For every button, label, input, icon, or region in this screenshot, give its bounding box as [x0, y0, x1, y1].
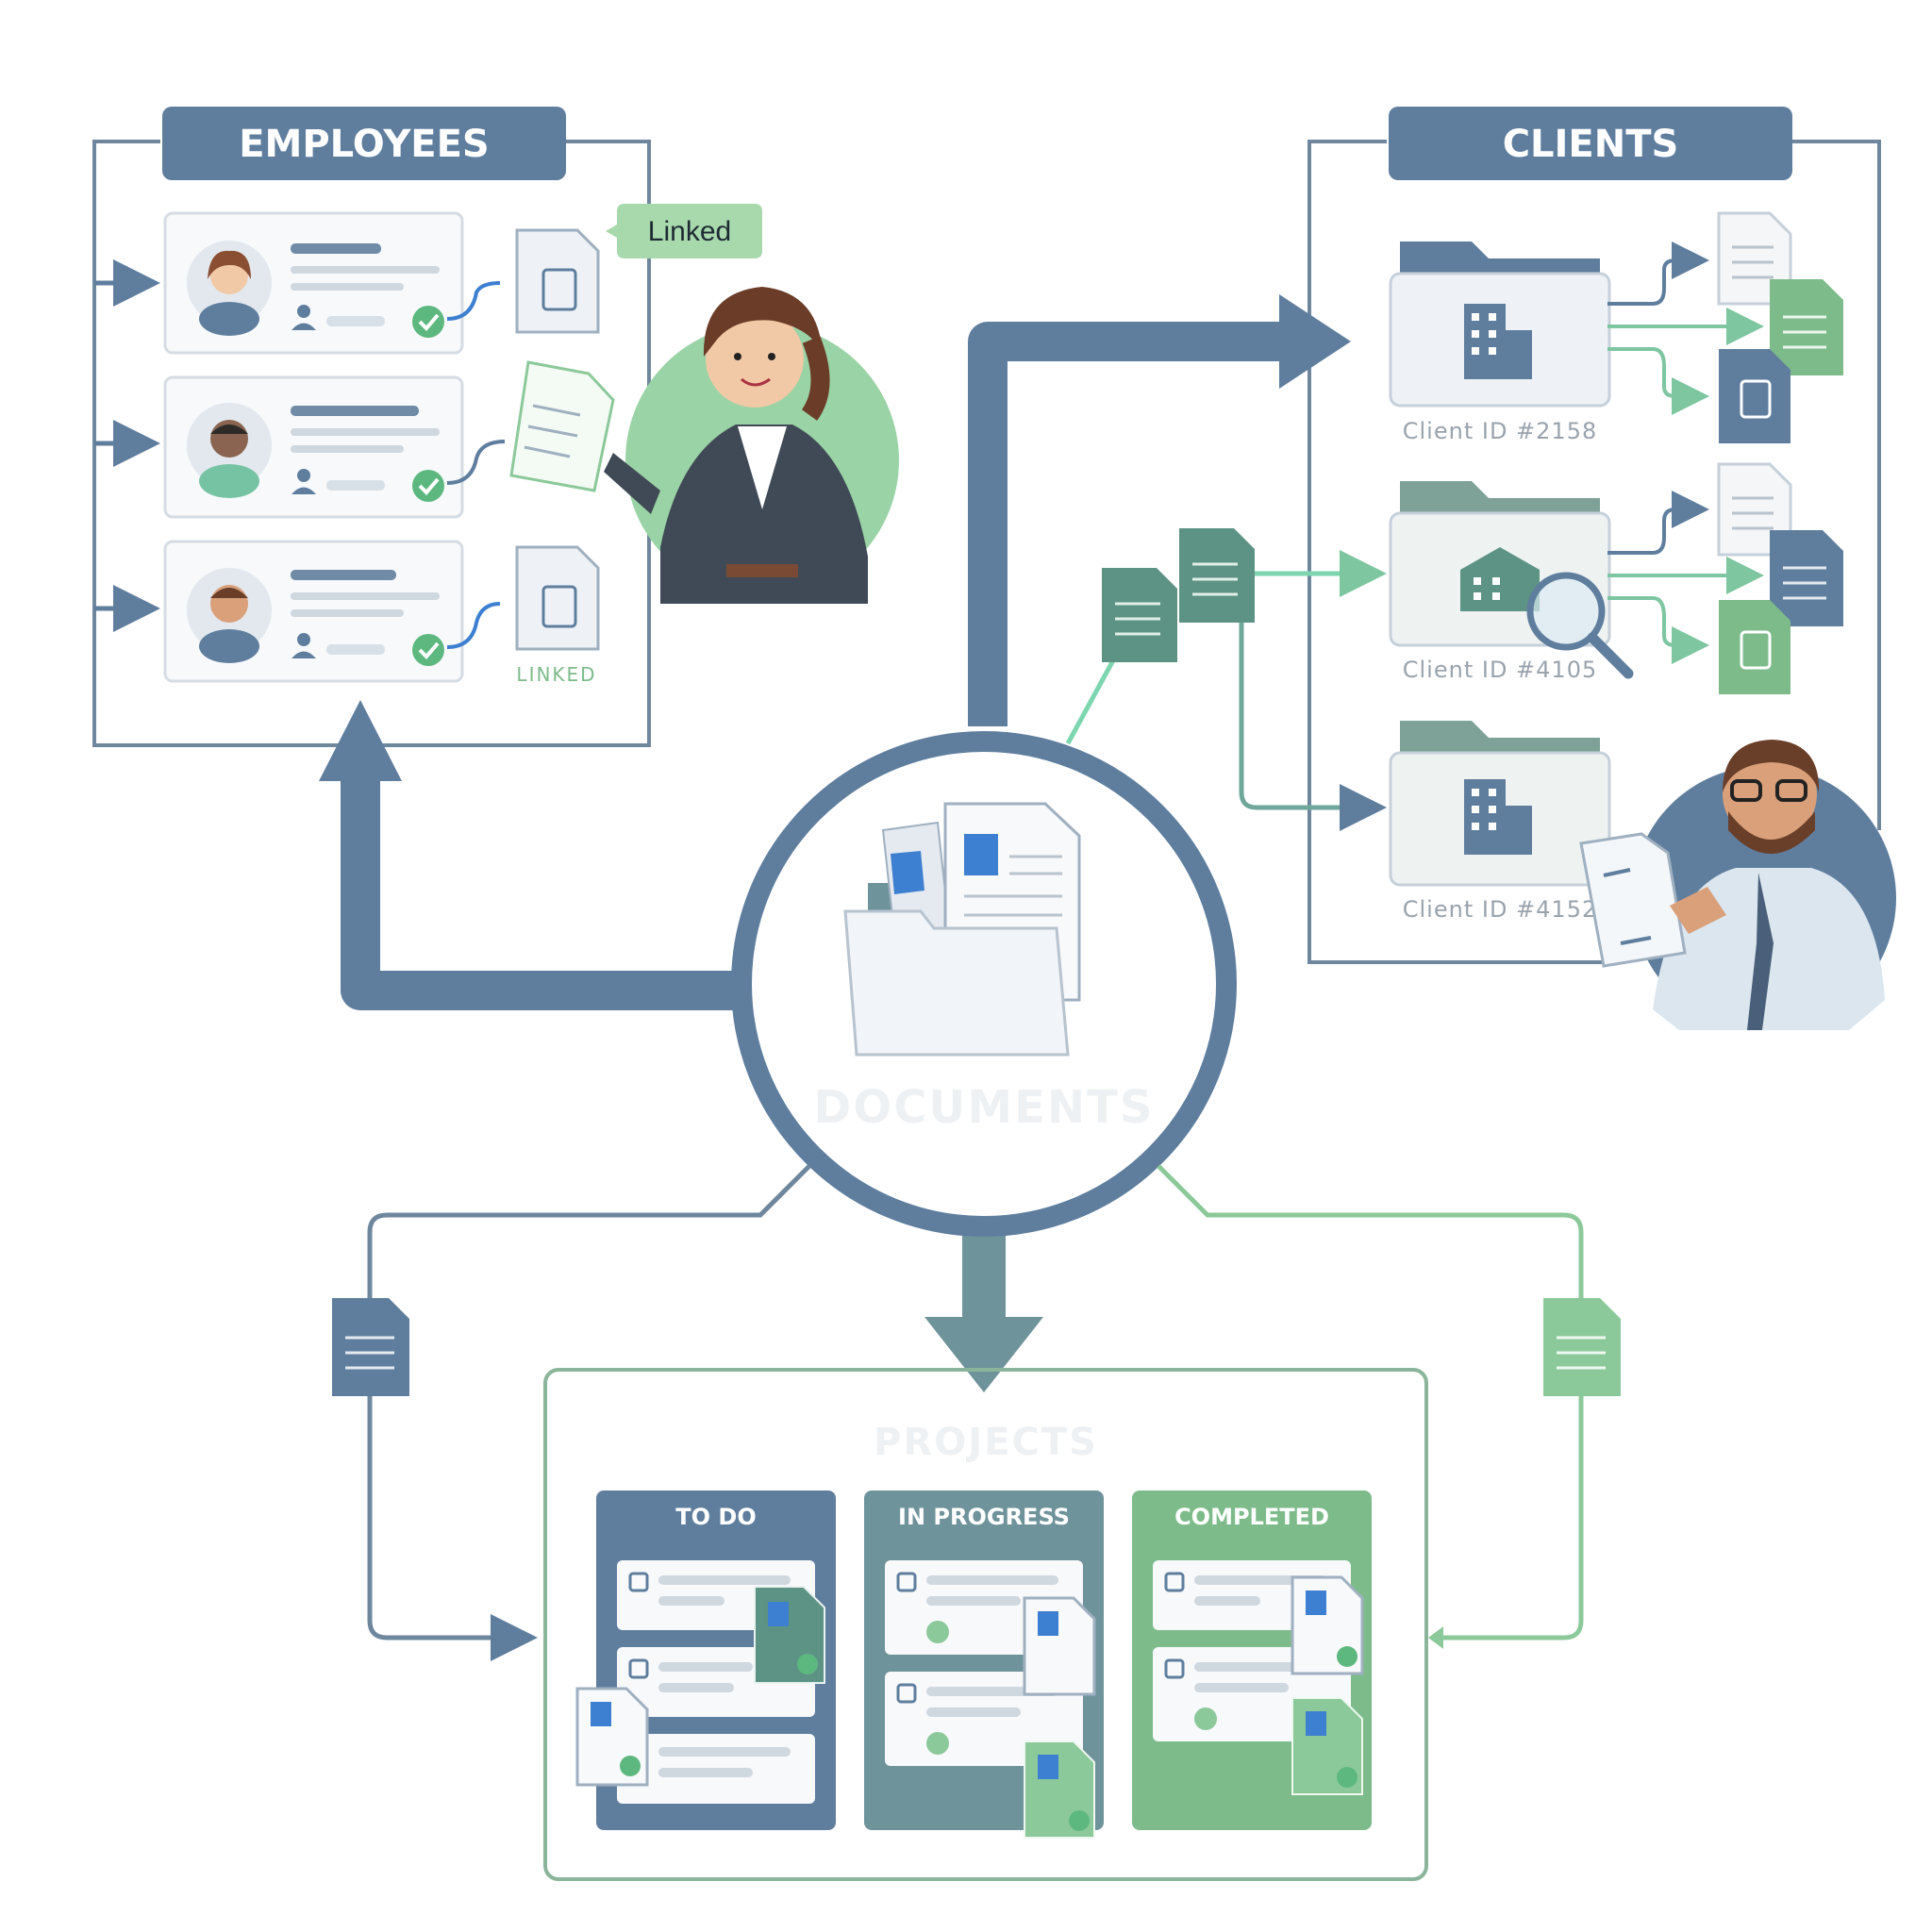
magnifier-icon: [1526, 572, 1634, 679]
documents-hub[interactable]: DOCUMENTS: [731, 731, 1237, 1237]
document-icon: [1179, 528, 1255, 623]
client-id: Client ID #4152: [1403, 896, 1597, 923]
column-title: TO DO: [675, 1504, 756, 1530]
user-icon: [291, 305, 316, 330]
building-icon: [1460, 547, 1540, 611]
avatar: [187, 403, 272, 498]
projects-panel: PROJECTS TO DO: [543, 1368, 1428, 1881]
document-icon: [1770, 530, 1843, 626]
document-icon: [1291, 1575, 1364, 1675]
clients-panel: CLIENTS Client ID #2158: [1307, 107, 1896, 1030]
linked-badge: Linked: [606, 204, 762, 258]
column-title: COMPLETED: [1174, 1504, 1329, 1530]
kanban-column-in-progress[interactable]: IN PROGRESS: [864, 1491, 1104, 1839]
employee-card[interactable]: [163, 375, 464, 519]
employees-title: EMPLOYEES: [239, 123, 490, 166]
client-links: [1065, 528, 1387, 831]
document-icon: [1023, 1596, 1096, 1696]
document-icon: [515, 545, 600, 651]
woman-illustration: [604, 287, 899, 604]
task-card[interactable]: [617, 1734, 815, 1804]
document-icon: [1770, 279, 1843, 375]
client-id: Client ID #4105: [1403, 657, 1597, 683]
projects-title: PROJECTS: [874, 1421, 1098, 1464]
client-folder[interactable]: Client ID #2158: [1389, 242, 1611, 444]
document-icon: [1719, 600, 1790, 694]
column-title: IN PROGRESS: [898, 1504, 1070, 1530]
user-icon: [291, 633, 316, 658]
building-icon: [1464, 779, 1532, 855]
check-icon: [412, 306, 444, 338]
document-icon: [332, 1298, 409, 1396]
documents-folder-icon: [843, 802, 1081, 1057]
document-icon: [1024, 1740, 1095, 1839]
clients-header: [1389, 107, 1792, 180]
kanban-column-todo[interactable]: TO DO: [575, 1491, 836, 1830]
man-illustration: [1579, 740, 1896, 1030]
document-icon: [1579, 832, 1687, 968]
employees-header: [162, 107, 566, 180]
client-folder[interactable]: Client ID #4105: [1389, 481, 1634, 683]
employee-card[interactable]: [163, 211, 464, 355]
project-links: [332, 1164, 1621, 1661]
document-icon: [1719, 349, 1790, 443]
avatar: [187, 241, 272, 336]
building-icon: [1464, 304, 1532, 379]
document-icon: [1543, 1298, 1621, 1396]
check-icon: [412, 470, 444, 502]
avatar: [187, 568, 272, 663]
clients-title: CLIENTS: [1503, 123, 1679, 166]
document-icon: [515, 228, 600, 334]
document-icon: [509, 360, 615, 492]
document-icon: [1291, 1697, 1363, 1795]
document-icon: [1102, 568, 1177, 662]
document-icon: [575, 1687, 649, 1787]
employees-panel: EMPLOYEES: [92, 107, 899, 747]
linked-badge-label: Linked: [648, 216, 731, 247]
linked-caption: LINKED: [516, 663, 596, 686]
client-folder[interactable]: Client ID #4152: [1389, 721, 1611, 923]
user-icon: [291, 469, 316, 494]
document-icon: [754, 1586, 825, 1684]
kanban-column-completed[interactable]: COMPLETED: [1132, 1491, 1372, 1830]
check-icon: [412, 634, 444, 666]
client-id: Client ID #2158: [1403, 418, 1597, 444]
employee-card[interactable]: [163, 540, 464, 683]
documents-title: DOCUMENTS: [814, 1081, 1155, 1134]
